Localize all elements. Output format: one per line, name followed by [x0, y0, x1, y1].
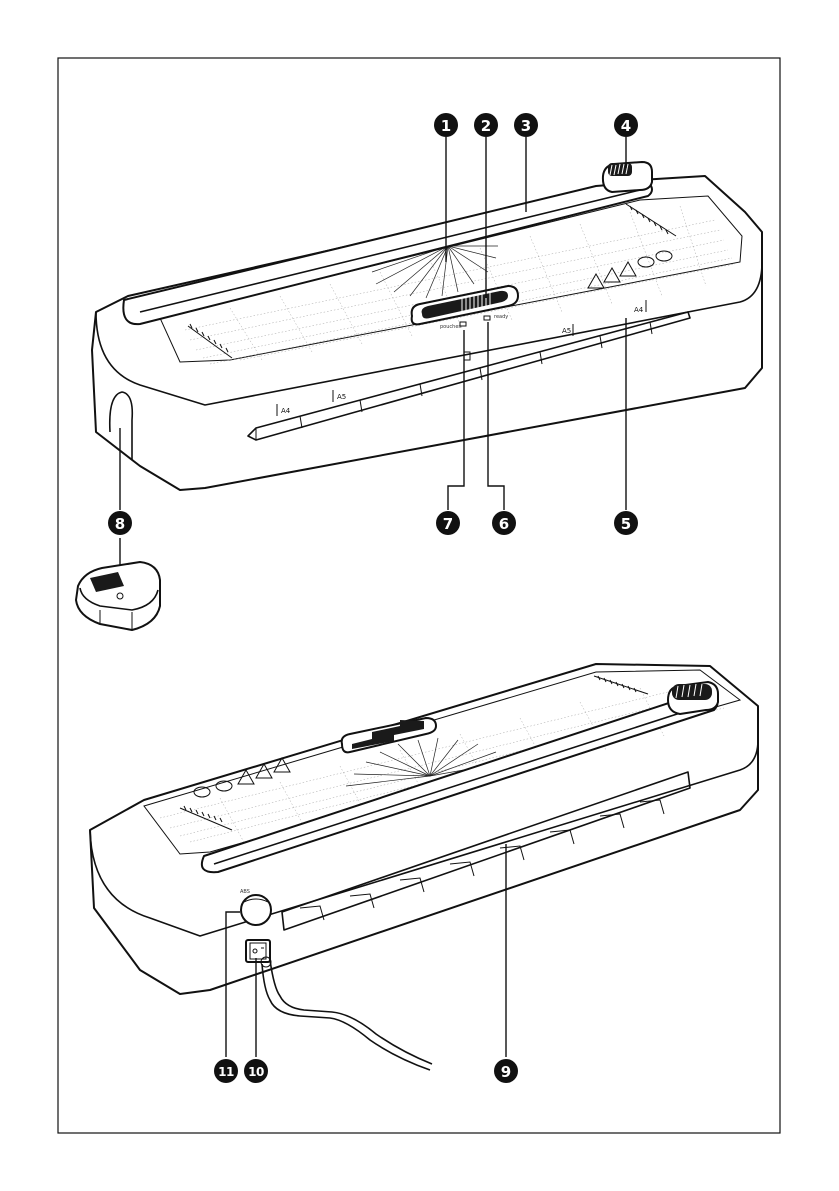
slider-label-right: ready: [494, 314, 508, 320]
laminator-back-view: ABS: [90, 664, 758, 1070]
callout-3: 3: [514, 113, 538, 137]
svg-text:6: 6: [499, 515, 509, 533]
knob-label: ABS: [240, 889, 250, 895]
callout-10: 10: [244, 1059, 268, 1083]
size-mark-a5-right: A5: [562, 327, 571, 335]
callout-4: 4: [614, 113, 638, 137]
size-mark-a5-left: A5: [337, 393, 346, 401]
svg-text:7: 7: [443, 515, 453, 533]
svg-text:3: 3: [521, 117, 531, 135]
slider-label-left: pouches: [440, 324, 461, 330]
callout-9: 9: [494, 1059, 518, 1083]
svg-text:5: 5: [621, 515, 631, 533]
svg-text:2: 2: [481, 117, 491, 135]
callout-11: 11: [214, 1059, 238, 1083]
power-switch: [246, 940, 270, 962]
cutter-slider-back: [668, 682, 718, 714]
svg-text:1: 1: [441, 117, 451, 135]
size-mark-a4-left: A4: [281, 407, 291, 415]
size-mark-a4-right: A4: [634, 306, 644, 314]
cutter-slider: [603, 162, 652, 192]
svg-text:8: 8: [115, 515, 125, 533]
callout-6: 6: [492, 511, 516, 535]
callout-2: 2: [474, 113, 498, 137]
laminator-top-view: pouches ready A4 A5 A5 A4: [92, 162, 762, 490]
power-cord: [261, 957, 432, 1070]
callout-1: 1: [434, 113, 458, 137]
callout-7: 7: [436, 511, 460, 535]
callout-8: 8: [108, 511, 132, 535]
callout-5: 5: [614, 511, 638, 535]
svg-text:9: 9: [501, 1063, 511, 1081]
corner-cutter: [76, 562, 160, 630]
laminator-body: [92, 176, 762, 490]
svg-text:10: 10: [248, 1065, 264, 1079]
svg-text:11: 11: [218, 1065, 234, 1079]
svg-text:4: 4: [621, 117, 631, 135]
